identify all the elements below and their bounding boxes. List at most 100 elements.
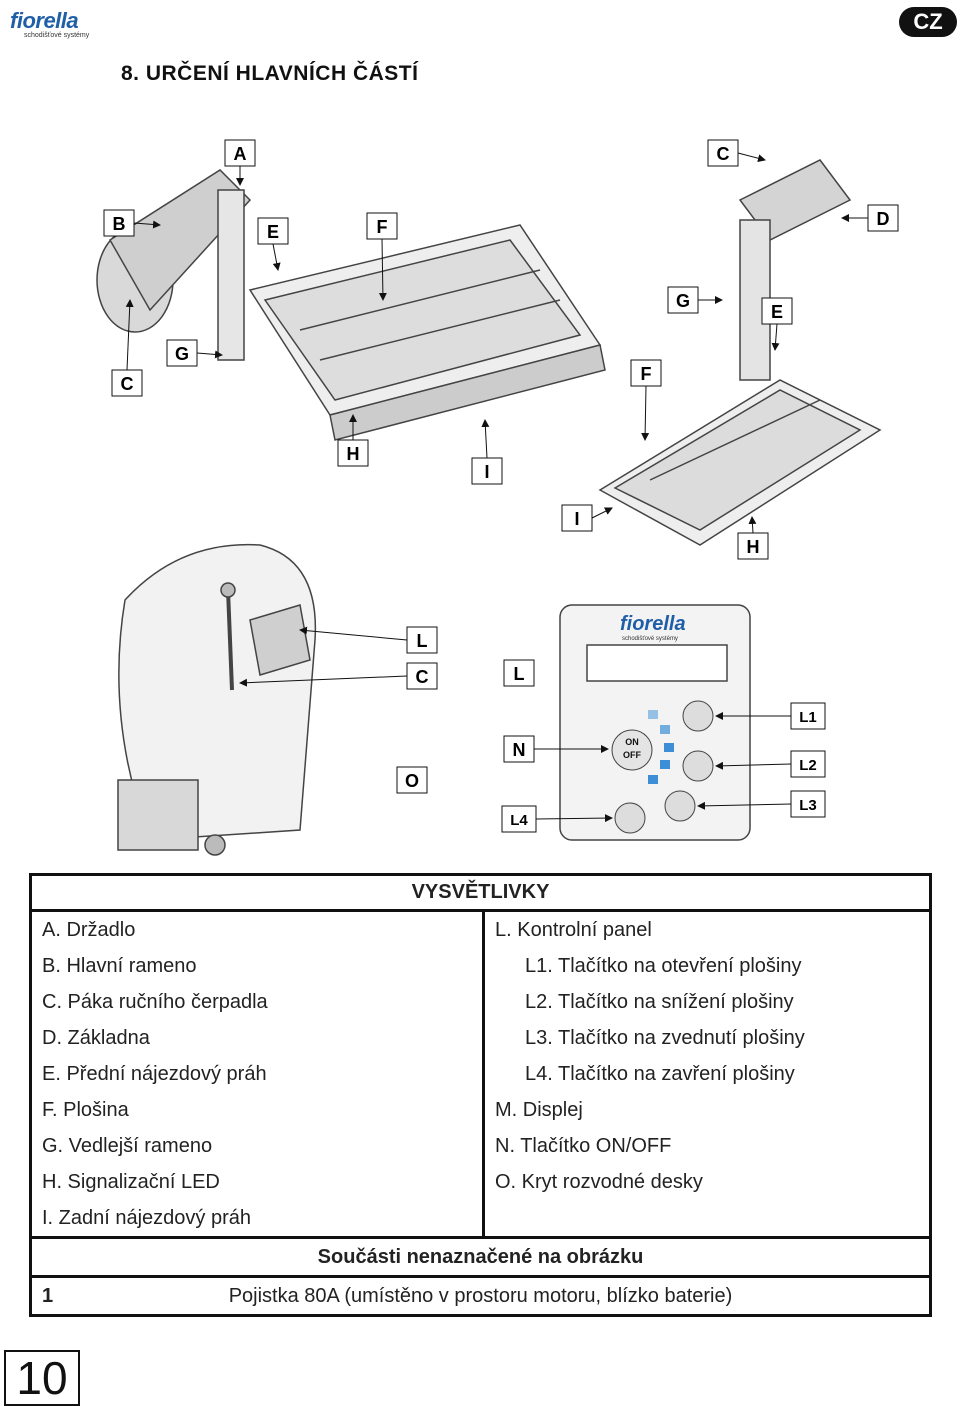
open-platform-button (682, 700, 714, 732)
legend-row: A. Držadlo L. Kontrolní panel (30, 910, 931, 948)
footnote-text: Pojistka 80A (umístěno v prostoru motoru… (228, 1284, 733, 1307)
legend-right-item: L1. Tlačítko na otevření plošiny (525, 954, 802, 977)
svg-text:E: E (267, 222, 279, 242)
footnote-number: 1 (42, 1284, 54, 1307)
callout-h-right: H (737, 516, 769, 560)
callout-c-left: C (111, 299, 143, 397)
callout-i-right: I (561, 504, 613, 532)
legend-left-item: E. Přední nájezdový práh (30, 1056, 485, 1092)
callout-l2: L2 (715, 750, 826, 778)
legend-row: D. Základna L3. Tlačítko na zvednutí ploš… (30, 1020, 931, 1056)
panel-brand: fiorella (620, 613, 686, 635)
logo-subtitle: schodišťové systémy (24, 32, 90, 39)
legend-right-item: L4. Tlačítko na zavření plošiny (525, 1062, 795, 1085)
svg-text:L: L (417, 631, 428, 651)
language-badge: CZ (899, 7, 957, 37)
legend-title: VYSVĚTLIVKY (30, 874, 931, 912)
callout-g-right: G (667, 286, 723, 314)
svg-text:F: F (641, 364, 652, 384)
callout-i-left: I (471, 419, 503, 485)
section-title: 8. URČENÍ HLAVNÍCH ČÁSTÍ (121, 62, 419, 85)
callout-a: A (224, 139, 256, 186)
svg-text:I: I (484, 462, 489, 482)
svg-text:H: H (347, 444, 360, 464)
panel-brand-subtitle: schodišťové systémy (622, 636, 678, 642)
legend-row: G. Vedlejší rameno N. Tlačítko ON/OFF (30, 1128, 931, 1164)
callout-g-left: G (166, 339, 223, 367)
callout-l-unit: L (299, 626, 438, 654)
svg-text:L3: L3 (799, 797, 817, 814)
callout-b: B (103, 209, 161, 237)
svg-text:H: H (747, 537, 760, 557)
svg-text:B: B (113, 214, 126, 234)
lift-illustration-side (96, 169, 606, 441)
svg-text:I: I (574, 509, 579, 529)
callout-d: D (841, 204, 899, 232)
svg-text:L: L (514, 664, 525, 684)
callout-h-left: H (337, 414, 369, 467)
raise-platform-button (664, 790, 696, 822)
legend-right-item: N. Tlačítko ON/OFF (495, 1134, 672, 1157)
lower-platform-button (682, 750, 714, 782)
callout-l1: L1 (715, 702, 826, 730)
legend-right-item: L3. Tlačítko na zvednutí plošiny (525, 1026, 805, 1049)
panel-display (586, 644, 728, 682)
svg-text:C: C (416, 667, 429, 687)
unlabeled-parts-title: Součásti nenaznačené na obrázku (30, 1236, 931, 1277)
legend-left-item: C. Páka ručního čerpadla (30, 984, 485, 1020)
off-label: OFF (623, 750, 641, 760)
svg-text:G: G (676, 291, 690, 311)
legend-left-item: G. Vedlejší rameno (30, 1128, 485, 1164)
footnote-row: 1 Pojistka 80A (umístěno v prostoru moto… (30, 1275, 931, 1316)
callout-e-left: E (257, 217, 289, 271)
svg-text:C: C (121, 374, 134, 394)
fiorella-logo: fiorella schodišťové systémy (10, 8, 96, 40)
control-panel-illustration: fiorella schodišťové systémy ON OFF (559, 604, 751, 841)
led-indicators (648, 710, 674, 784)
legend-left-item: F. Plošina (30, 1092, 485, 1128)
callout-o: O (396, 766, 428, 794)
legend-row: E. Přední nájezdový práh L4. Tlačítko na … (30, 1056, 931, 1092)
svg-text:G: G (175, 344, 189, 364)
svg-text:A: A (234, 144, 247, 164)
on-off-button (611, 729, 653, 771)
svg-text:L2: L2 (799, 757, 817, 774)
svg-text:O: O (405, 771, 419, 791)
callouts: A B C E F G H I C D G E F I H L C O L N … (103, 139, 899, 833)
callout-l-panel: L (503, 659, 535, 687)
legend-right-item: L. Kontrolní panel (495, 918, 652, 941)
legend-right-item (484, 1200, 931, 1238)
callout-l3: L3 (697, 790, 826, 818)
callout-c-unit: C (239, 662, 438, 690)
svg-text:N: N (513, 740, 526, 760)
svg-text:F: F (377, 217, 388, 237)
callout-l4: L4 (501, 805, 613, 833)
legend-left-item: I. Zadní nájezdový práh (30, 1200, 485, 1238)
legend-left-item: A. Držadlo (30, 910, 485, 948)
legend-row: I. Zadní nájezdový práh (30, 1200, 931, 1238)
legend-left-item: D. Základna (30, 1020, 485, 1056)
svg-text:D: D (877, 209, 890, 229)
callout-c-right: C (707, 139, 766, 167)
on-label: ON (625, 737, 639, 747)
svg-text:L1: L1 (799, 709, 817, 726)
legend-right-item: L2. Tlačítko na snížení plošiny (525, 990, 794, 1013)
logo-text: fiorella (10, 8, 79, 33)
legend-row: C. Páka ručního čerpadla L2. Tlačítko na … (30, 984, 931, 1020)
legend-right-item: O. Kryt rozvodné desky (495, 1170, 703, 1193)
page-number: 10 (4, 1350, 80, 1406)
callout-e-right: E (761, 297, 793, 351)
callout-n: N (503, 735, 609, 763)
callout-f-right: F (630, 359, 662, 441)
legend-right-item: M. Displej (495, 1098, 583, 1121)
legend-row: F. Plošina M. Displej (30, 1092, 931, 1128)
svg-text:E: E (771, 302, 783, 322)
svg-text:C: C (717, 144, 730, 164)
lift-illustration-angle (598, 159, 882, 546)
svg-text:L4: L4 (510, 812, 528, 829)
hydraulic-unit-illustration (117, 543, 317, 856)
close-platform-button (614, 802, 646, 834)
legend-left-item: B. Hlavní rameno (30, 948, 485, 984)
component-illustrations: fiorella schodišťové systémy ON OFF A B … (96, 139, 899, 856)
